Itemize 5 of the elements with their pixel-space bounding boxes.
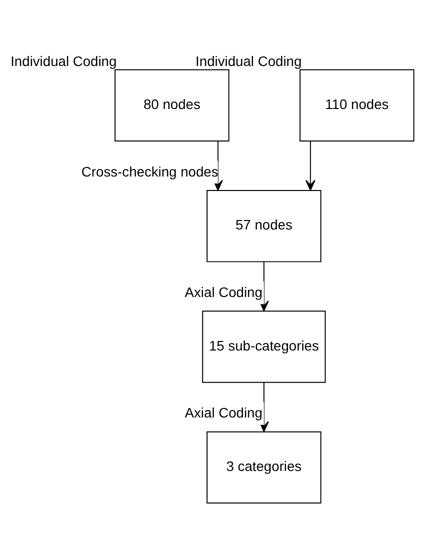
edge-label: Axial Coding [184, 284, 262, 300]
edge-label: Cross-checking nodes [81, 163, 218, 180]
node-label: Individual Coding [196, 53, 302, 70]
node-label: Individual Coding [10, 53, 117, 70]
edge-label: Axial Coding [184, 404, 262, 421]
